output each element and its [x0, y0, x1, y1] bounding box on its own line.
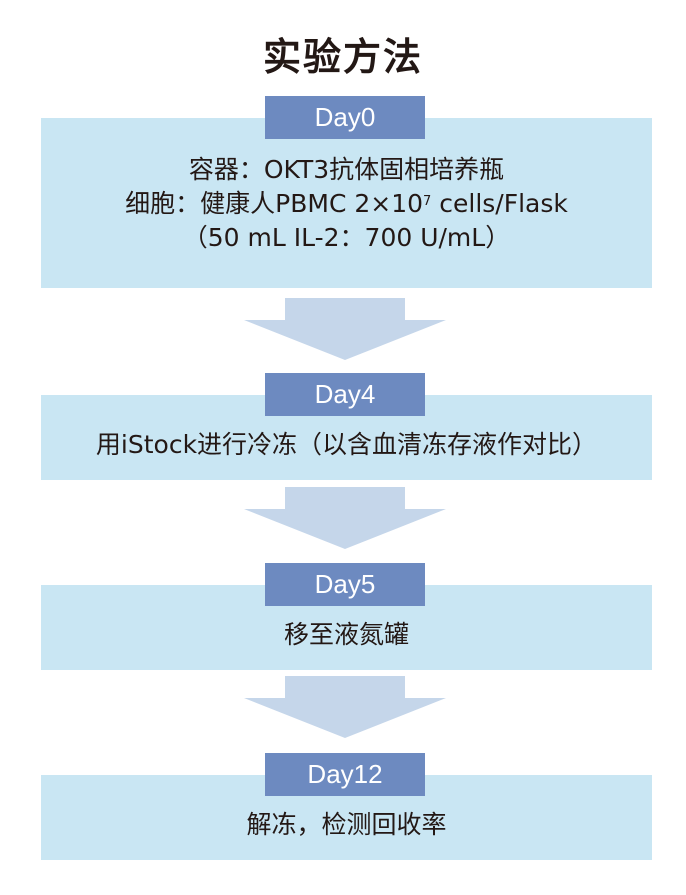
cell-count-exponent: 7: [423, 194, 432, 209]
step-body-day4: 用iStock进行冷冻（以含血清冻存液作对比）: [95, 430, 598, 459]
container-line: 容器：OKT3抗体固相培养瓶: [188, 155, 505, 184]
step-body-day0: 容器：OKT3抗体固相培养瓶 细胞：健康人PBMC 2×107 cells/Fl…: [41, 153, 652, 255]
step-body-day5: 移至液氮罐: [283, 620, 409, 649]
medium-line: （50 mL IL-2：700 U/mL）: [182, 223, 511, 252]
day-label-day0: Day0: [265, 96, 425, 139]
down-arrow-1: [244, 298, 446, 360]
day-label-day5: Day5: [265, 563, 425, 606]
step-body-day12: 解冻，检测回收率: [246, 810, 447, 839]
down-arrow-3: [244, 676, 446, 738]
day-label-day4: Day4: [265, 373, 425, 416]
cell-line: 细胞：健康人PBMC 2×107 cells/Flask: [41, 187, 652, 221]
cell-line-unit: cells/Flask: [431, 189, 568, 218]
step-panel-day0: 容器：OKT3抗体固相培养瓶 细胞：健康人PBMC 2×107 cells/Fl…: [41, 118, 652, 288]
page-title: 实验方法: [262, 35, 423, 79]
day-label-day12: Day12: [265, 753, 425, 796]
cell-line-main: 细胞：健康人PBMC 2×10: [125, 189, 424, 218]
step-panel-day5: 移至液氮罐: [41, 585, 652, 670]
down-arrow-2: [244, 487, 446, 549]
